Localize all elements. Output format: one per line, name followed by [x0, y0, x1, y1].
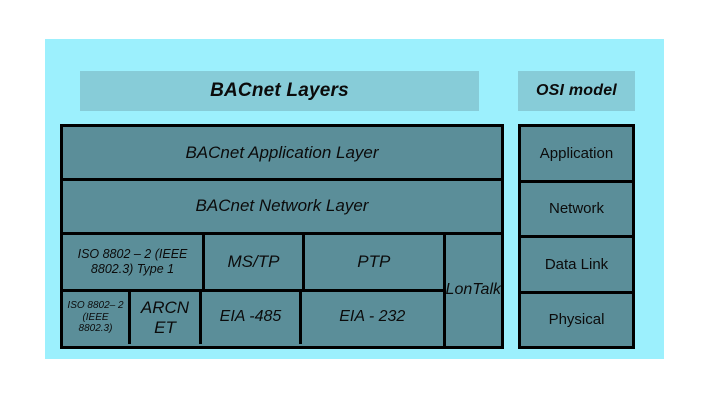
cell-lontalk: LonTalk	[445, 234, 501, 347]
bacnet-layers-header: BACnet Layers	[80, 71, 479, 111]
bacnet-application-layer-row: BACnet Application Layer	[63, 127, 501, 181]
osi-model-stack: Application Network Data Link Physical	[518, 124, 635, 349]
cell-eia-232: EIA - 232	[302, 291, 443, 344]
bacnet-application-layer-label: BACnet Application Layer	[63, 127, 501, 178]
osi-layer-data-link: Data Link	[521, 238, 632, 294]
osi-model-header: OSI model	[518, 71, 635, 111]
bacnet-layers-stack: BACnet Application Layer BACnet Network …	[60, 124, 504, 349]
cell-eia-485: EIA -485	[202, 291, 302, 344]
cell-iso-8802-2-ieee-8802-3: ISO 8802– 2 (IEEE 8802.3)	[63, 291, 131, 344]
osi-layer-application: Application	[521, 127, 632, 183]
osi-layer-physical: Physical	[521, 293, 632, 346]
cell-ptp: PTP	[305, 234, 443, 289]
cell-ms-tp: MS/TP	[205, 234, 305, 289]
cell-iso-8802-2-type-1: ISO 8802 – 2 (IEEE 8802.3) Type 1	[63, 234, 205, 289]
bacnet-lower-layers-grid: ISO 8802 – 2 (IEEE 8802.3) Type 1 MS/TP …	[63, 234, 501, 347]
bacnet-network-layer-row: BACnet Network Layer	[63, 180, 501, 235]
osi-layer-network: Network	[521, 182, 632, 238]
bacnet-lower-left-columns: ISO 8802 – 2 (IEEE 8802.3) Type 1 MS/TP …	[63, 234, 446, 347]
bacnet-network-layer-label: BACnet Network Layer	[63, 180, 501, 232]
diagram-panel: BACnet Layers OSI model BACnet Applicati…	[45, 39, 664, 359]
bacnet-data-link-row: ISO 8802 – 2 (IEEE 8802.3) Type 1 MS/TP …	[63, 234, 443, 292]
